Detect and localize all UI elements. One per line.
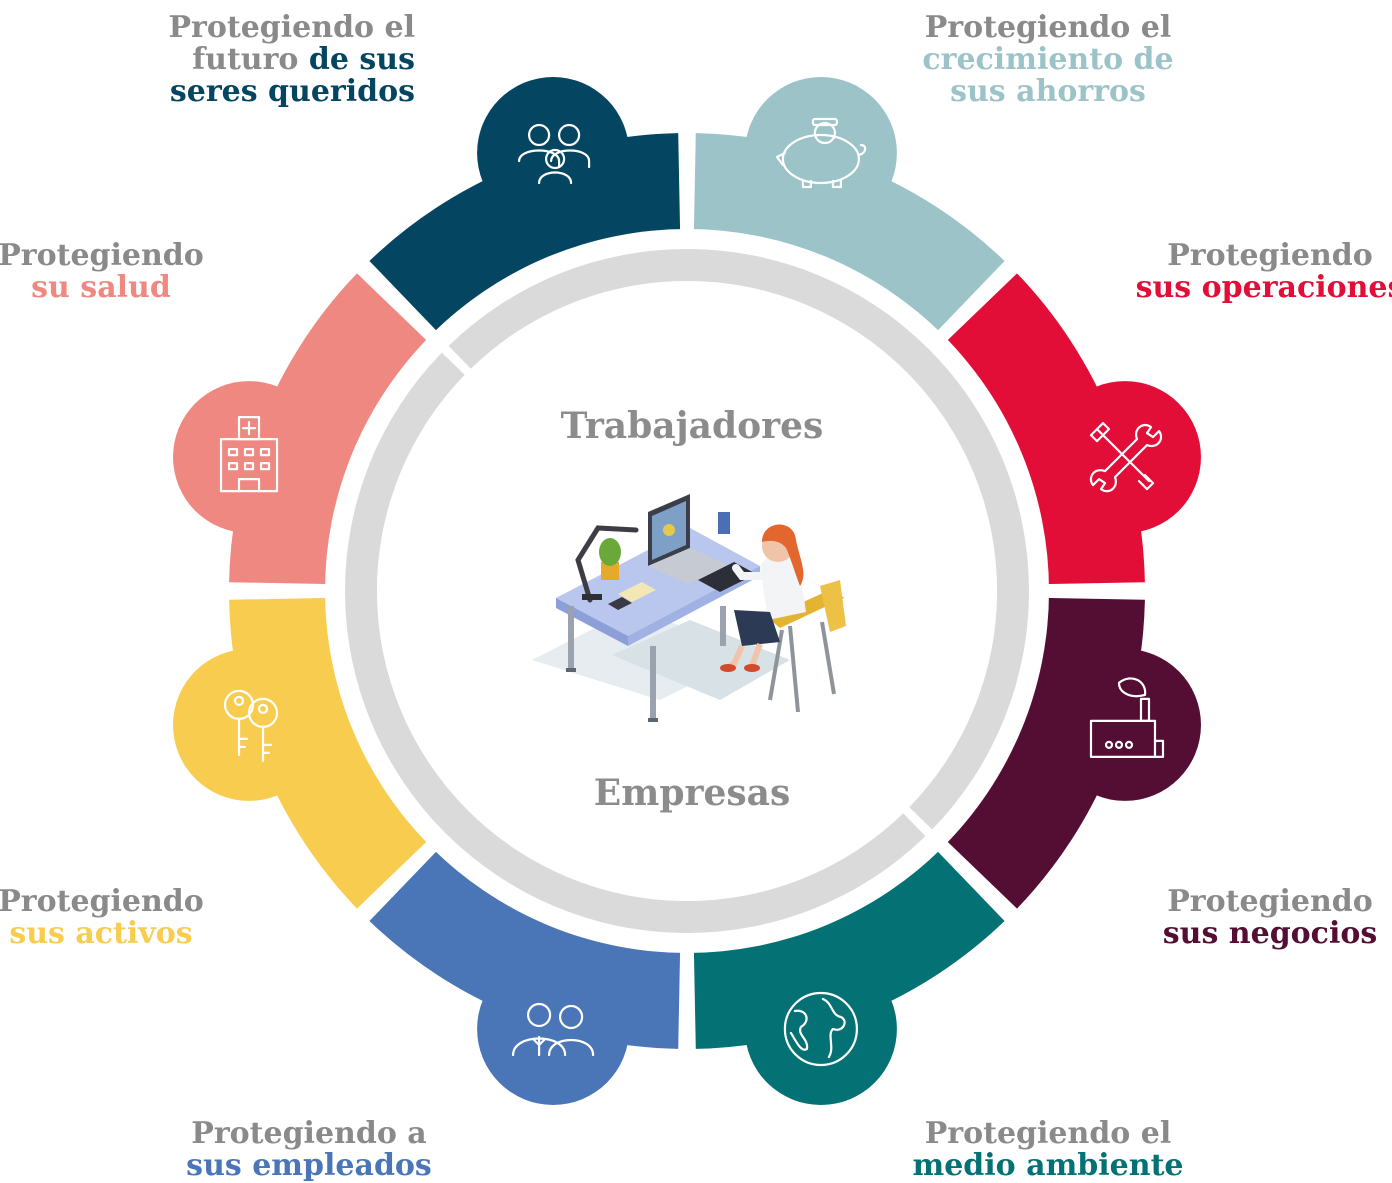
gray-ring-arc-2 <box>344 352 926 934</box>
caption-employees: Protegiendo a sus empleados <box>186 1118 432 1182</box>
segment-bump-health <box>173 381 326 534</box>
wheel-icon-bumps <box>173 77 1201 1105</box>
globe-icon <box>783 991 859 1067</box>
caption-family-line1: Protegiendo el <box>168 10 415 45</box>
piggy-bank-icon <box>775 117 867 189</box>
caption-environment-line2: medio ambiente <box>912 1148 1184 1183</box>
caption-family: Protegiendo el futuro de sus seres queri… <box>0 12 415 108</box>
employees-icon <box>511 1002 595 1057</box>
caption-health-line2: su salud <box>31 270 171 305</box>
caption-business: Protegiendo sus negocios <box>1163 886 1377 950</box>
segment-bump-savings <box>744 77 897 230</box>
keys-icon <box>223 689 279 763</box>
family-icon <box>517 123 591 185</box>
caption-environment: Protegiendo el medio ambiente <box>912 1118 1183 1182</box>
segment-bump-assets <box>173 648 326 801</box>
caption-environment-line1: Protegiendo el <box>924 1116 1172 1151</box>
caption-savings-line1: Protegiendo el <box>924 10 1172 45</box>
inner-gray-ring <box>344 249 1029 934</box>
caption-business-line1: Protegiendo <box>1167 884 1373 919</box>
hub-bottom-label: Empresas <box>594 772 790 814</box>
tools-icon <box>1089 421 1163 493</box>
caption-health: Protegiendo su salud <box>0 240 204 304</box>
segment-bump-business <box>1048 648 1201 801</box>
caption-employees-line2: sus empleados <box>186 1148 432 1183</box>
caption-assets-line1: Protegiendo <box>0 884 204 919</box>
caption-family-line2-accent: de sus <box>308 42 415 77</box>
caption-operations-line1: Protegiendo <box>1167 238 1373 273</box>
hospital-icon <box>219 415 279 493</box>
gray-ring-arc-1 <box>448 249 1029 830</box>
segment-icons <box>219 117 1165 1067</box>
hub-top-label: Trabajadores <box>561 405 824 447</box>
caption-employees-line1: Protegiendo a <box>191 1116 427 1151</box>
caption-savings: Protegiendo el crecimiento de sus ahorro… <box>922 12 1173 108</box>
segment-bump-environment <box>744 952 897 1105</box>
caption-family-line2-prefix: futuro <box>192 42 309 77</box>
caption-assets: Protegiendo sus activos <box>0 886 204 950</box>
factory-icon <box>1089 677 1165 759</box>
wheel-segments <box>229 133 1145 1049</box>
segment-bump-employees <box>477 952 630 1105</box>
caption-operations: Protegiendo sus operaciones <box>1136 240 1392 304</box>
caption-operations-line2: sus operaciones <box>1135 270 1392 305</box>
caption-assets-line2: sus activos <box>9 916 193 951</box>
caption-savings-line2: crecimiento de <box>922 42 1174 77</box>
caption-health-line1: Protegiendo <box>0 238 204 273</box>
caption-family-line3: seres queridos <box>169 74 415 109</box>
caption-business-line2: sus negocios <box>1162 916 1378 951</box>
woman-at-desk-illustration <box>532 494 846 722</box>
caption-savings-line3: sus ahorros <box>950 74 1146 109</box>
